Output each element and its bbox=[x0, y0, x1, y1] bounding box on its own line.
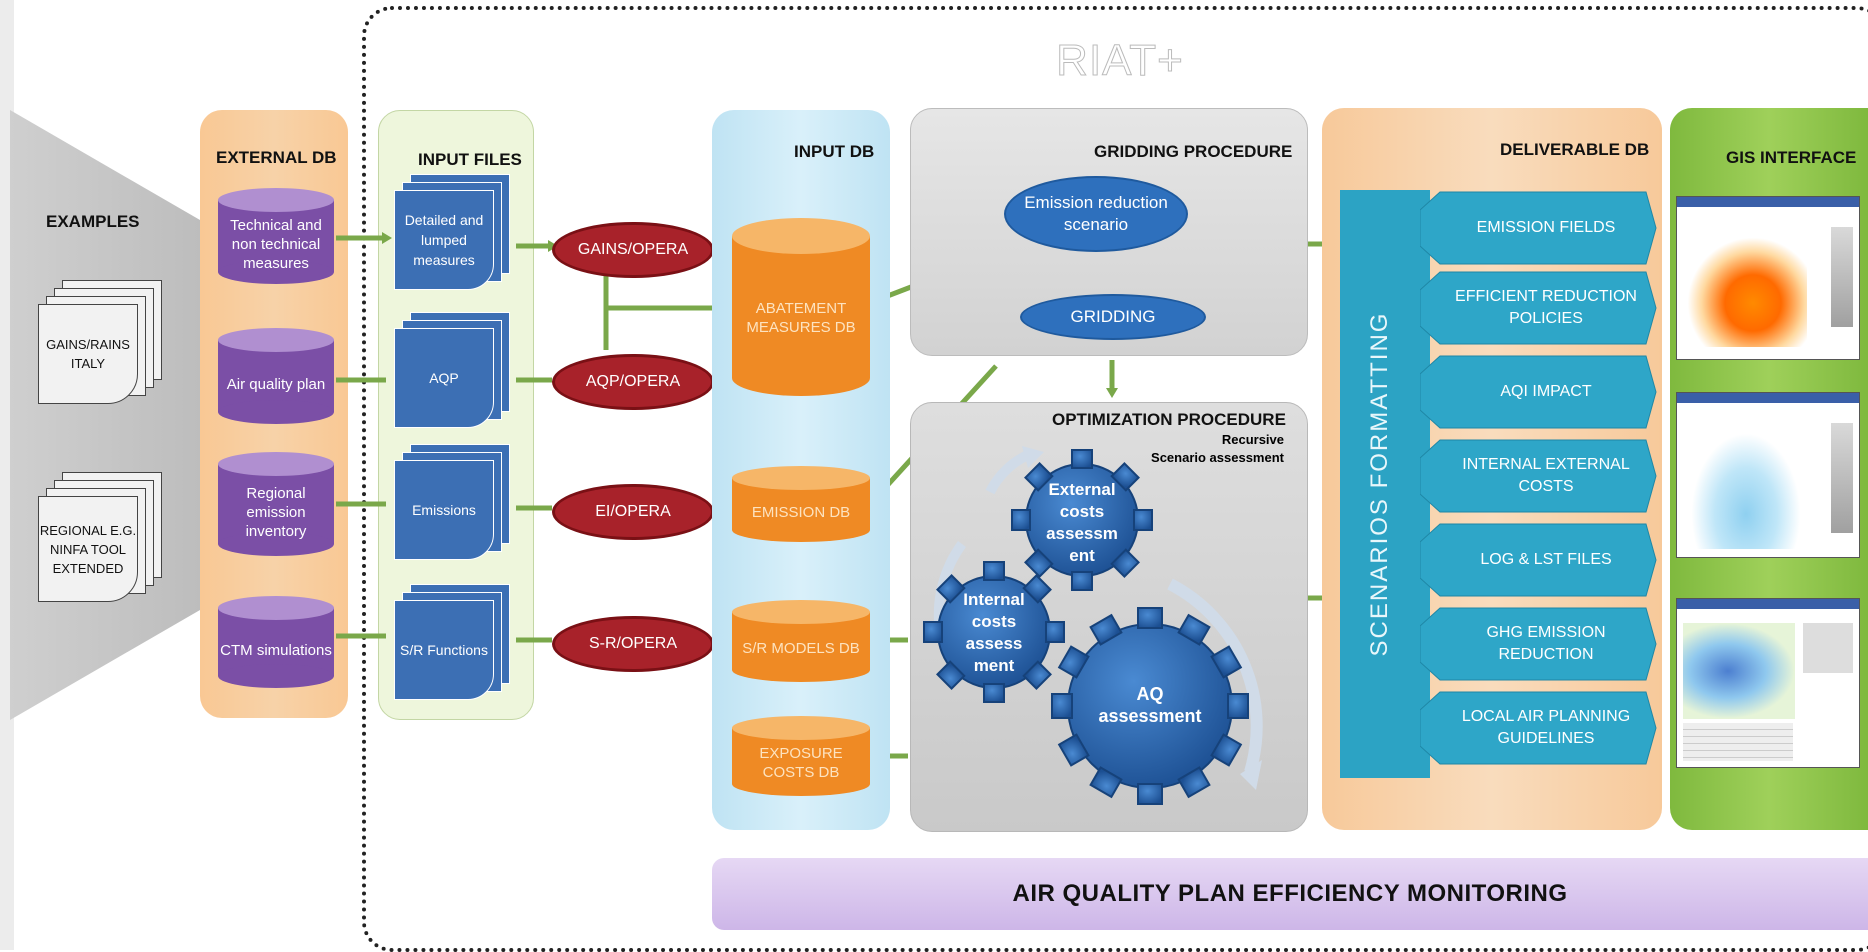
input-db-abatement-label: ABATEMENT MEASURES DB bbox=[746, 300, 856, 336]
input-file-emissions-label: Emissions bbox=[394, 460, 494, 560]
gear-aq-label: AQ assessment bbox=[1098, 684, 1202, 726]
input-file-emissions: Emissions bbox=[394, 444, 518, 568]
deliverable-aqi-impact: AQI IMPACT bbox=[1500, 383, 1592, 400]
riat-title: RIAT+ bbox=[1056, 36, 1184, 86]
input-db-exposure-costs: EXPOSURE COSTS DB bbox=[732, 716, 870, 796]
input-db-header: INPUT DB bbox=[794, 142, 875, 161]
external-db-air-quality-plan: Air quality plan bbox=[218, 328, 334, 424]
deliverable-ghg-reduction: GHG EMISSION REDUCTION bbox=[1486, 624, 1606, 663]
gear-internal-label: Internal costs assess ment bbox=[963, 590, 1025, 675]
example-doc-gains: GAINS/RAINS ITALY bbox=[38, 280, 168, 408]
gridding-header: GRIDDING PROCEDURE bbox=[1094, 142, 1293, 161]
external-db-ctm-label: CTM simulations bbox=[220, 641, 332, 659]
gridding-step: GRIDDING bbox=[1020, 294, 1206, 340]
input-file-sr-label: S/R Functions bbox=[394, 600, 494, 700]
input-files-header: INPUT FILES bbox=[418, 150, 522, 169]
input-db-abatement: ABATEMENT MEASURES DB bbox=[732, 218, 870, 396]
optimization-header: OPTIMIZATION PROCEDURE bbox=[1052, 410, 1286, 429]
external-db-header: EXTERNAL DB bbox=[216, 148, 337, 167]
input-file-detailed-measures: Detailed and lumped measures bbox=[394, 174, 518, 298]
deliverable-db-header: DELIVERABLE DB bbox=[1500, 140, 1650, 159]
scenarios-formatting-bar bbox=[1340, 190, 1430, 778]
input-db-sr-models: S/R MODELS DB bbox=[732, 600, 870, 682]
input-file-aqp: AQP bbox=[394, 312, 518, 436]
example-regional-label: REGIONAL E.G. NINFA TOOL EXTENDED bbox=[38, 496, 138, 602]
examples-header: EXAMPLES bbox=[46, 212, 140, 231]
external-db-ctm-simulations: CTM simulations bbox=[218, 596, 334, 688]
input-file-sr-functions: S/R Functions bbox=[394, 584, 518, 708]
input-db-emission-label: EMISSION DB bbox=[751, 503, 851, 521]
optimization-gears bbox=[923, 446, 1263, 805]
operator-aqp-opera: AQP/OPERA bbox=[552, 354, 714, 410]
input-file-detailed-label: Detailed and lumped measures bbox=[394, 190, 494, 290]
external-db-technical-label: Technical and non technical measures bbox=[230, 216, 322, 272]
external-db-technical-measures: Technical and non technical measures bbox=[218, 188, 334, 284]
deliverable-efficient-reduction: EFFICIENT REDUCTION POLICIES bbox=[1455, 288, 1637, 327]
input-file-aqp-label: AQP bbox=[394, 328, 494, 428]
example-doc-regional: REGIONAL E.G. NINFA TOOL EXTENDED bbox=[38, 472, 168, 602]
monitoring-bar: AIR QUALITY PLAN EFFICIENCY MONITORING bbox=[712, 858, 1868, 930]
optimization-scenario-assessment: Scenario assessment bbox=[1151, 450, 1284, 465]
example-gains-label: GAINS/RAINS ITALY bbox=[38, 304, 138, 404]
external-db-aqp-label: Air quality plan bbox=[226, 375, 326, 393]
gis-screenshot-planning-map bbox=[1676, 598, 1860, 768]
gear-internal bbox=[923, 561, 1065, 703]
input-db-emission: EMISSION DB bbox=[732, 466, 870, 542]
scenarios-formatting-label: SCENARIOS FORMATTING bbox=[1366, 311, 1393, 657]
deliverable-local-air-planning: LOCAL AIR PLANNING GUIDELINES bbox=[1461, 708, 1631, 747]
gis-screenshot-emission-map bbox=[1676, 196, 1860, 360]
emission-reduction-scenario: Emission reduction scenario bbox=[1004, 176, 1188, 252]
gis-header: GIS INTERFACE bbox=[1726, 148, 1857, 167]
gis-screenshot-aqi-map bbox=[1676, 392, 1860, 558]
external-db-inventory-label: Regional emission inventory bbox=[245, 484, 307, 540]
deliverable-log-lst: LOG & LST FILES bbox=[1480, 551, 1612, 568]
gear-external bbox=[1011, 449, 1153, 591]
deliverable-emission-fields: EMISSION FIELDS bbox=[1476, 219, 1616, 236]
operator-sr-opera: S-R/OPERA bbox=[552, 616, 714, 672]
external-db-emission-inventory: Regional emission inventory bbox=[218, 452, 334, 556]
input-db-sr-label: S/R MODELS DB bbox=[742, 639, 860, 657]
input-db-exposure-label: EXPOSURE COSTS DB bbox=[759, 745, 843, 781]
deliverable-chevrons bbox=[1420, 191, 1657, 765]
gear-aq bbox=[1051, 607, 1249, 805]
operator-ei-opera: EI/OPERA bbox=[552, 484, 714, 540]
gear-external-label: External costs assessm ent bbox=[1046, 480, 1118, 565]
optimization-recursive: Recursive bbox=[1221, 432, 1284, 447]
operator-gains-opera: GAINS/OPERA bbox=[552, 222, 714, 278]
deliverable-internal-external-costs: INTERNAL EXTERNAL COSTS bbox=[1462, 456, 1630, 495]
